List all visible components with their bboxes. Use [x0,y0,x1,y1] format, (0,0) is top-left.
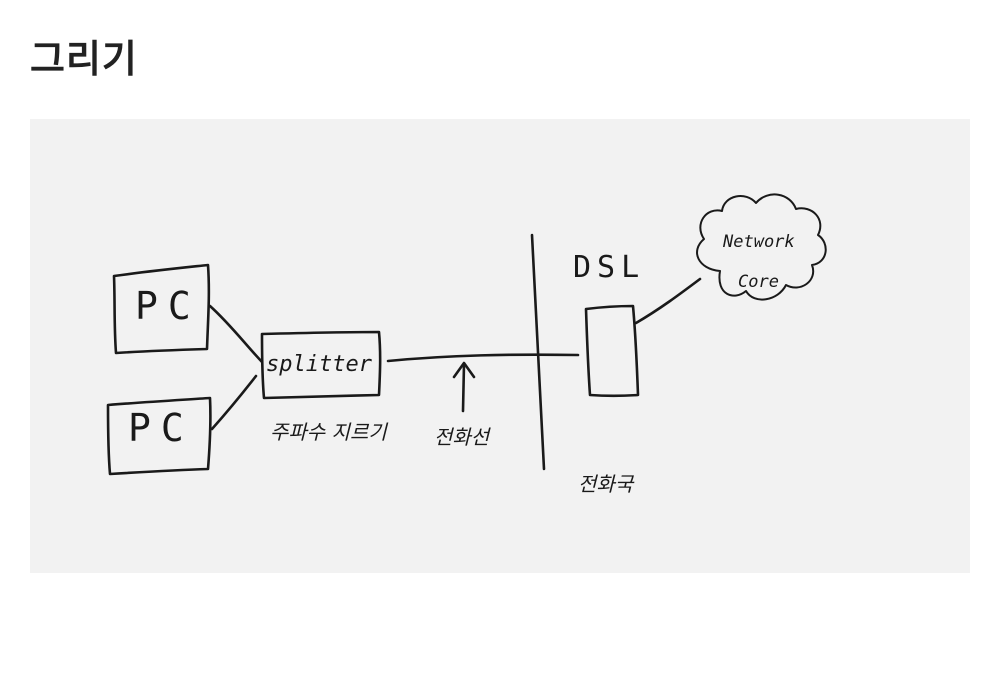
network-core-cloud: Network Core [696,193,827,301]
pc-bottom-box [106,396,212,476]
pc-top: PC [112,263,211,355]
pc-bottom-connector [210,374,258,431]
pc-top-label: PC [135,284,201,328]
cloud-label-line1: Network [722,232,795,252]
hand-drawn-diagram: PC PC splitter 주파수 지르기 전화선 전화국 DSL [106,193,827,496]
cloud-outline [696,193,827,301]
splitter-box [260,330,382,400]
exchange-caption: 전화국 [578,472,635,496]
phone-line-arrow [452,361,476,413]
dsl-box [584,304,640,398]
splitter-label: splitter [266,352,373,377]
splitter: splitter 주파수 지르기 [260,330,388,444]
dsl-to-core-connector [634,277,702,325]
splitter-caption: 주파수 지르기 [270,420,388,444]
pc-top-connector [208,304,264,364]
page-title: 그리기 [30,37,138,81]
dsl: DSL [573,250,645,398]
exchange-boundary-line [530,233,546,471]
phone-line [386,353,580,363]
dsl-label: DSL [573,250,645,285]
drawing-canvas[interactable]: PC PC splitter 주파수 지르기 전화선 전화국 DSL [30,119,970,573]
pc-bottom-label: PC [128,406,194,450]
pc-top-box [112,263,211,355]
phone-line-caption: 전화선 [434,425,492,449]
cloud-label-line2: Core [738,272,779,292]
pc-bottom: PC [106,396,212,476]
